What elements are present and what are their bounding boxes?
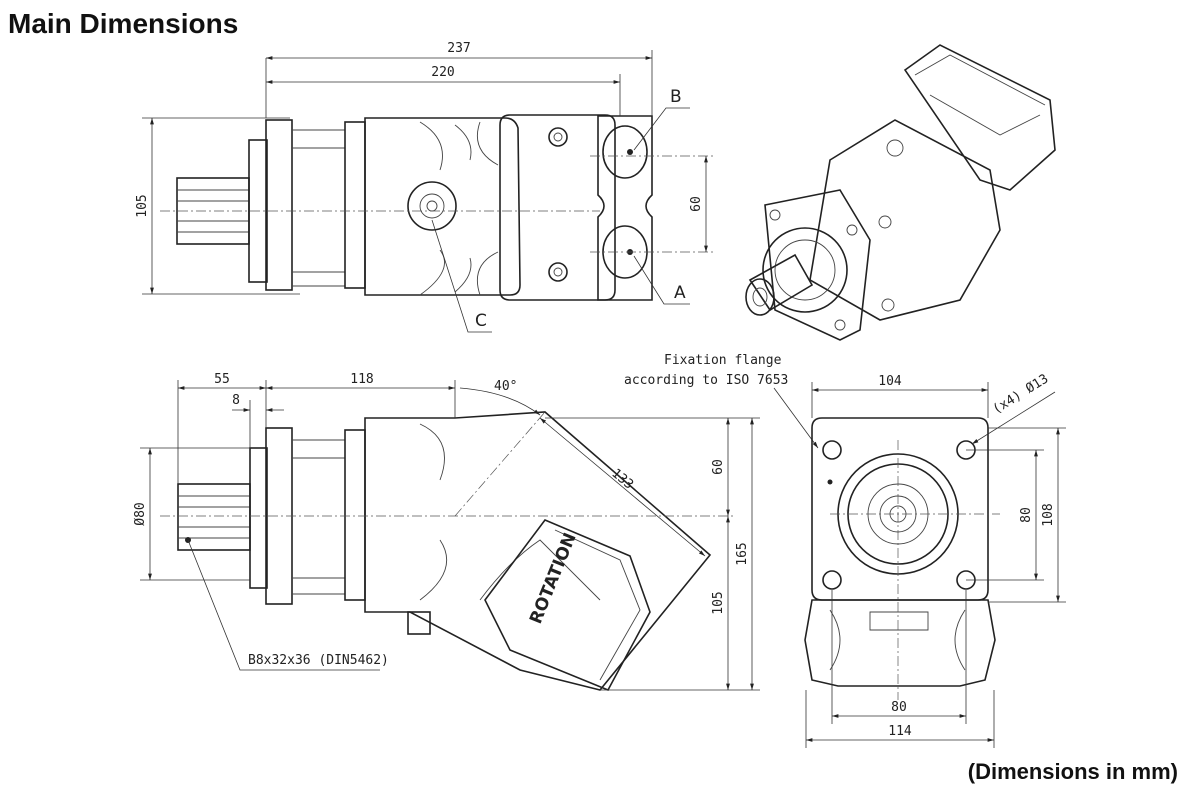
units-note: (Dimensions in mm) xyxy=(967,759,1178,784)
port-c-label: C xyxy=(475,311,487,331)
dim-b114: 114 xyxy=(888,724,912,739)
dim-105: 105 xyxy=(711,591,726,614)
dim-angle: 40° xyxy=(494,379,517,394)
isometric-view xyxy=(745,44,1056,341)
port-b-circle xyxy=(602,125,648,179)
port-a-label: A xyxy=(674,283,686,303)
dim-v108: 108 xyxy=(1041,503,1056,526)
dim-port-spacing: 60 xyxy=(689,196,704,212)
port-c-circle xyxy=(407,181,457,231)
iso-flange xyxy=(764,189,871,341)
top-view: 237 220 105 60 B A C xyxy=(135,41,715,333)
page-title: Main Dimensions xyxy=(8,8,239,39)
dim-v80: 80 xyxy=(1019,507,1034,523)
dim-length: 220 xyxy=(431,65,454,80)
flange-note-line1: Fixation flange xyxy=(664,353,782,368)
side-view: Fixation flange according to ISO 7653 10… xyxy=(624,353,1066,748)
dim-55: 55 xyxy=(214,372,230,387)
holes-label: (x4) Ø13 xyxy=(990,371,1051,417)
port-b-label: B xyxy=(670,87,682,107)
flange-note-line2: according to ISO 7653 xyxy=(624,373,788,388)
dim-8: 8 xyxy=(232,393,240,408)
dim-width: 104 xyxy=(878,374,902,389)
dim-60: 60 xyxy=(711,459,726,475)
dim-b80: 80 xyxy=(891,700,907,715)
dim-overall-length: 237 xyxy=(447,41,470,56)
front-view: ROTATION 55 8 118 40° 133 Ø80 60 xyxy=(133,372,760,692)
shaft-spec-label: B8x32x36 (DIN5462) xyxy=(248,653,389,668)
dim-dia80: Ø80 xyxy=(133,502,148,525)
dim-165: 165 xyxy=(735,542,750,565)
dim-118: 118 xyxy=(350,372,373,387)
dim-height: 105 xyxy=(135,194,150,217)
brand-label: ROTATION xyxy=(526,530,581,627)
